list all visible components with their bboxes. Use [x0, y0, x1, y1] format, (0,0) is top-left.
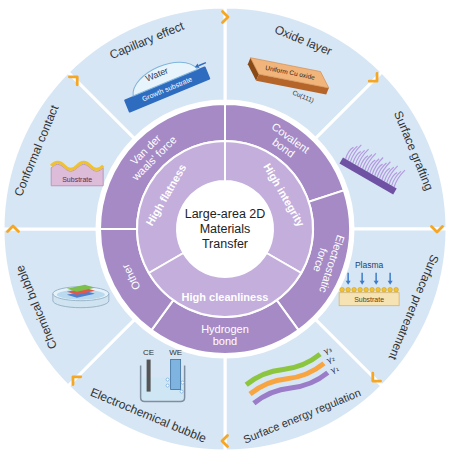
method-illustration [339, 273, 399, 306]
flow-chevron [369, 73, 381, 85]
illustration-label: Substrate [354, 296, 384, 303]
arrow-head [374, 281, 379, 285]
surface-group [340, 287, 345, 292]
node-text: Large-area 2D Materials Transfer [183, 207, 267, 252]
plasma-arrow [375, 273, 377, 282]
method-illustration [117, 49, 212, 112]
working-electrode [171, 360, 181, 390]
center-disc [178, 182, 272, 276]
surface-group [394, 287, 399, 292]
grafted-chain [350, 144, 362, 162]
mechanism-label: Hydrogen bond [189, 322, 261, 349]
surface-group [358, 287, 363, 292]
surface-group [364, 287, 369, 292]
stack-layer [67, 285, 95, 292]
layer-sheet [253, 370, 329, 406]
grafted-chain [376, 162, 386, 178]
layer-sheet [249, 361, 325, 397]
method-illustration [339, 140, 406, 194]
grafted-chain [379, 161, 391, 179]
grafted-chain [369, 158, 379, 174]
gas-bubble [180, 390, 183, 393]
plasma-arrow [361, 273, 363, 282]
flow-arrow [198, 63, 205, 66]
grafted-chain [362, 154, 372, 170]
surface-group [382, 287, 387, 292]
grafted-chain [372, 157, 384, 175]
flow-chevron [369, 373, 381, 385]
illustration-label: CE [143, 349, 154, 357]
grafted-chain [347, 145, 357, 161]
surface-group [370, 287, 375, 292]
gas-bubble [181, 381, 184, 384]
gas-bubble [166, 378, 169, 381]
surface-group [352, 287, 357, 292]
center-circle: Large-area 2D Materials Transfer [177, 181, 273, 277]
arrow-head [346, 281, 351, 285]
grafted-chain [384, 166, 394, 182]
method-illustration [53, 285, 109, 308]
method-illustration [51, 162, 103, 186]
flow-chevron [432, 227, 443, 233]
surface-group [376, 287, 381, 292]
method-illustration [141, 360, 185, 402]
arrow-head [360, 281, 365, 285]
grafted-chain [386, 165, 398, 183]
flow-chevron [8, 226, 19, 232]
arrow-head [194, 63, 200, 69]
node-text: Hydrogen bond [191, 323, 259, 348]
substrate-block [339, 293, 399, 306]
counter-electrode [147, 360, 151, 392]
illustration-label: WE [169, 349, 182, 357]
property-label: High cleanliness [180, 290, 271, 304]
conformal-film [51, 162, 103, 169]
plasma-arrow [389, 273, 391, 282]
illustration-label: Plasma [355, 260, 383, 269]
grafting-base [339, 157, 396, 194]
surface-group [346, 287, 351, 292]
grafted-chain [391, 170, 401, 186]
method-illustration [245, 351, 329, 406]
grafted-chain [393, 169, 405, 187]
flow-chevron [69, 73, 81, 85]
grafted-chain [355, 149, 365, 165]
flow-chevron [69, 373, 81, 385]
grafted-chain [364, 152, 376, 170]
arrow-head [388, 281, 393, 285]
gas-bubble [166, 384, 169, 387]
surface-group [388, 287, 393, 292]
flow-chevron [223, 12, 229, 23]
grafted-chain [357, 148, 369, 166]
illustration-label: Substrate [62, 175, 92, 182]
node-text: High cleanliness [182, 291, 269, 303]
ring-group [3, 7, 447, 451]
plasma-arrow [347, 273, 349, 282]
flow-chevron [222, 436, 228, 447]
